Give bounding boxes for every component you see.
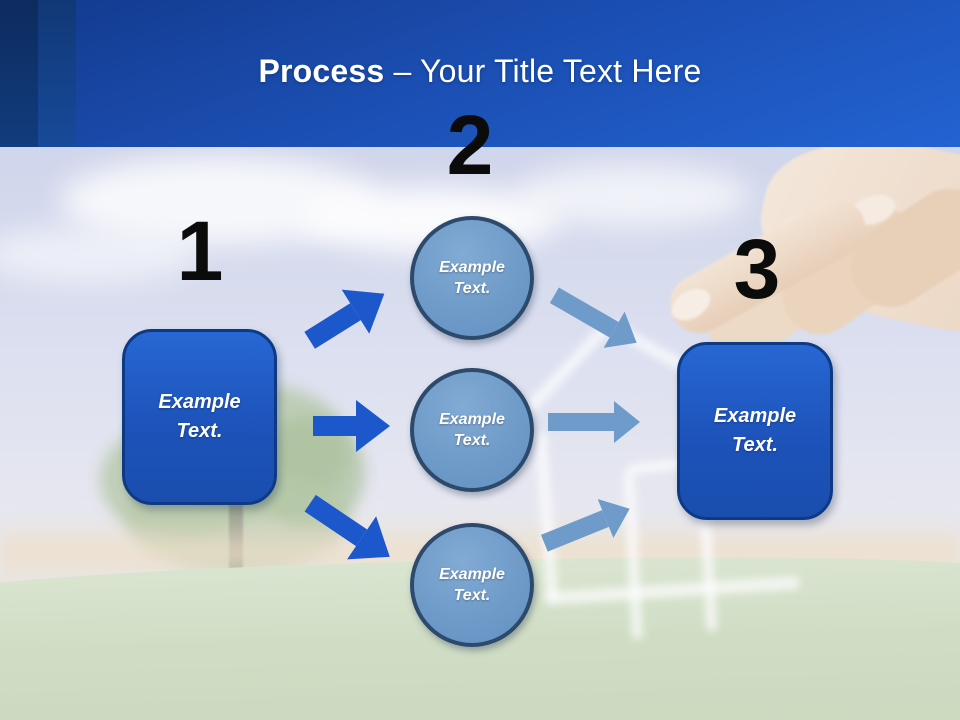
- slide-title-rest: – Your Title Text Here: [384, 53, 702, 89]
- slide-title-emphasis: Process: [258, 53, 385, 89]
- accent-stripe-dark: [0, 0, 38, 147]
- arrow-shaft: [304, 303, 361, 349]
- arrow-shaft: [313, 416, 356, 436]
- step1-box-label: Example Text.: [158, 391, 241, 442]
- step2-circle-top: Example Text.: [410, 216, 534, 340]
- arrow-head-icon: [356, 400, 390, 452]
- step3-box-label: Example Text.: [713, 405, 797, 456]
- accent-stripe-medium: [38, 0, 76, 147]
- cloud: [515, 165, 750, 227]
- arrow-head-icon: [614, 401, 640, 443]
- step1-box: Example Text.: [122, 329, 277, 505]
- step2-circle-top-label: Example Text.: [439, 259, 505, 297]
- arrow-left-to-middle-circle: [313, 400, 390, 452]
- step2-circle-bottom: Example Text.: [410, 523, 534, 647]
- step3-box: Example Text.: [677, 342, 833, 520]
- arrow-middle-circle-to-right: [548, 401, 640, 443]
- title-bar: Process – Your Title Text Here: [0, 0, 960, 147]
- slide-title: Process – Your Title Text Here: [0, 53, 960, 90]
- step2-circle-middle-label: Example Text.: [439, 411, 505, 449]
- arrow-shaft: [548, 413, 614, 431]
- step-number-3: 3: [733, 222, 781, 316]
- step2-circle-middle: Example Text.: [410, 368, 534, 492]
- step2-circle-bottom-label: Example Text.: [439, 566, 505, 604]
- cloud: [0, 227, 200, 283]
- step-number-2: 2: [446, 98, 494, 192]
- step-number-1: 1: [176, 204, 224, 298]
